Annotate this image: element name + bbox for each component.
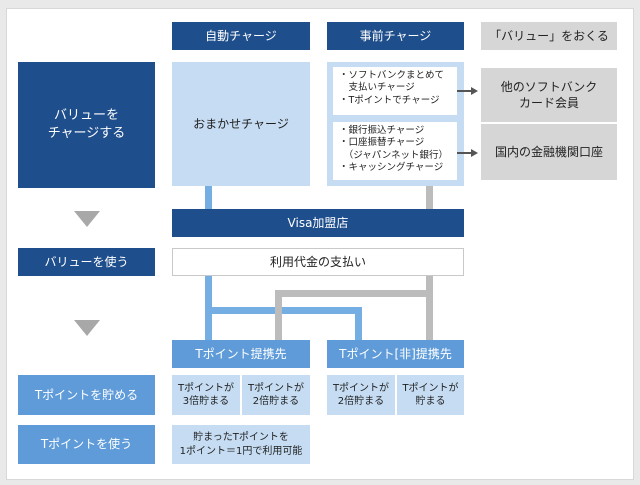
row-use-points: Tポイントを使う [18, 425, 155, 464]
header-auto-charge: 自動チャージ [172, 22, 310, 50]
header-send-value: 「バリュー」をおくる [481, 22, 617, 50]
down-triangle-icon [74, 211, 100, 227]
points-1x-box: Tポイントが 貯まる [397, 375, 464, 415]
points-2x-partner-box: Tポイントが 2倍貯まる [242, 375, 310, 415]
pre-charge-group-bank: ・銀行振込チャージ ・口座振替チャージ （ジャパンネット銀行） ・キャッシングチ… [333, 122, 457, 180]
flow-line-grey-drop [275, 290, 282, 340]
flow-line-blue-horizontal [205, 307, 362, 314]
send-softbank-members: 他のソフトバンク カード会員 [481, 68, 617, 122]
flow-line-grey-horizontal [275, 290, 433, 297]
pre-charge-item: ・キャッシングチャージ [339, 162, 444, 174]
row-use-value: バリューを使う [18, 248, 155, 276]
right-arrow-icon [457, 152, 472, 154]
partner-header: Tポイント提携先 [172, 340, 310, 368]
pre-charge-item: ・Tポイントでチャージ [339, 94, 440, 106]
flow-line-blue-drop [355, 307, 362, 340]
points-2x-nonpartner-box: Tポイントが 2倍貯まる [327, 375, 395, 415]
row-charge-value: バリューを チャージする [18, 62, 155, 188]
omakase-charge-box: おまかせチャージ [172, 62, 310, 186]
row-save-points: Tポイントを貯める [18, 375, 155, 415]
right-arrow-icon [471, 87, 478, 95]
send-domestic-banks: 国内の金融機関口座 [481, 124, 617, 180]
flow-line-auto-to-visa [205, 185, 212, 209]
pre-charge-item: 支払いチャージ [339, 82, 415, 94]
flow-line-pre-to-visa [426, 185, 433, 209]
right-arrow-icon [471, 149, 478, 157]
right-arrow-icon [457, 90, 472, 92]
flow-line-grey-vertical [426, 276, 433, 340]
payment-bar: 利用代金の支払い [172, 248, 464, 276]
non-partner-header: Tポイント[非]提携先 [327, 340, 464, 368]
points-3x-box: Tポイントが 3倍貯まる [172, 375, 240, 415]
pre-charge-group-softbank: ・ソフトバンクまとめて 支払いチャージ ・Tポイントでチャージ [333, 67, 457, 115]
pre-charge-item: ・銀行振込チャージ [339, 125, 425, 136]
pre-charge-item: ・口座振替チャージ [339, 137, 425, 149]
pre-charge-item: （ジャパンネット銀行） [339, 149, 449, 161]
pre-charge-item: ・ソフトバンクまとめて [339, 70, 444, 81]
down-triangle-icon [74, 320, 100, 336]
visa-merchant-bar: Visa加盟店 [172, 209, 464, 237]
points-redeem-box: 貯まったTポイントを 1ポイント＝1円で利用可能 [172, 425, 310, 464]
header-pre-charge: 事前チャージ [327, 22, 464, 50]
